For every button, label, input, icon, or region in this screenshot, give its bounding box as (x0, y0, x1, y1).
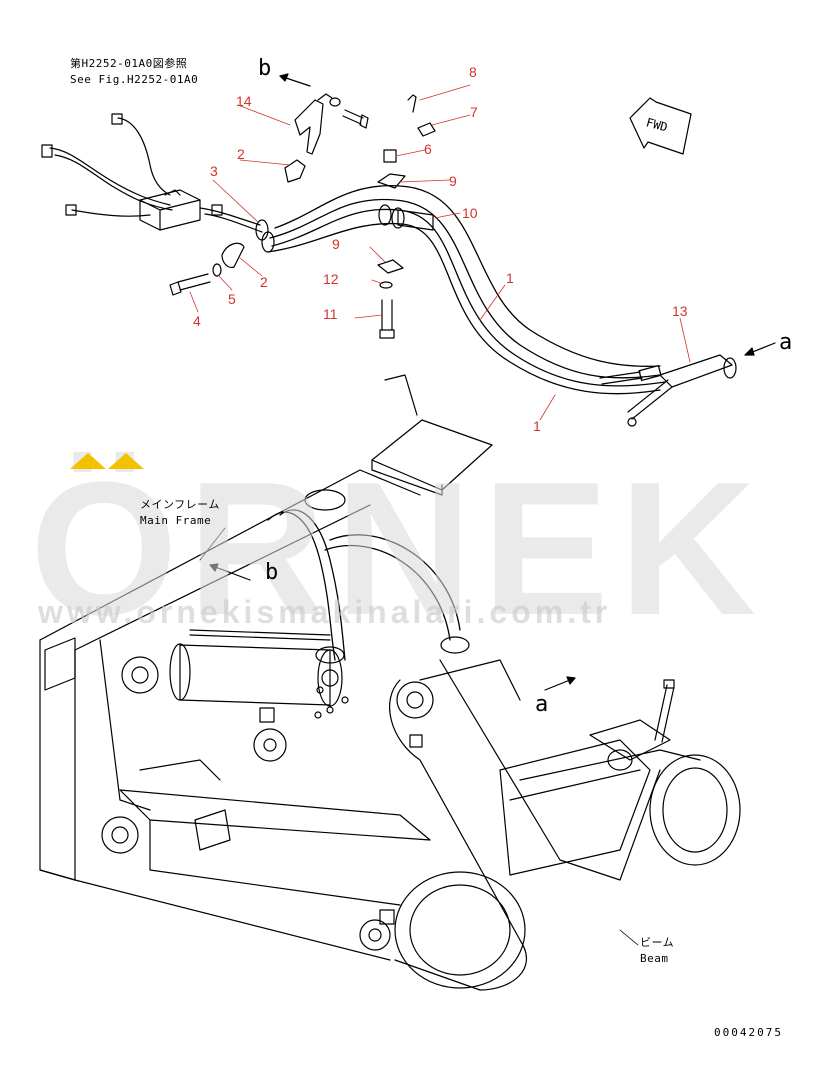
fasteners-6-7-8 (383, 94, 436, 163)
view-arrow-b-top (279, 73, 311, 87)
callout-9a: 9 (449, 173, 457, 189)
beam-label-en: Beam (640, 952, 669, 965)
view-arrow-a-right (744, 342, 776, 356)
clip-part-9-upper (377, 173, 406, 189)
callout-6: 6 (424, 141, 432, 157)
watermark-url: www.ornekismakinalari.com.tr (38, 594, 612, 630)
main-frame-leader (199, 527, 226, 561)
main-frame-label-jp: メインフレーム (140, 498, 220, 511)
callout-5: 5 (228, 291, 236, 307)
fwd-arrow-icon (629, 97, 692, 155)
beam-leader (619, 929, 639, 946)
watermark-accent (70, 453, 106, 469)
callout-11: 11 (323, 306, 338, 322)
hose-clamps (255, 204, 434, 253)
watermark-brand: ÖRNEK (30, 443, 767, 655)
washer-part-12 (379, 281, 393, 289)
callout-2a: 2 (237, 146, 245, 162)
view-marker-b-top: b (258, 56, 272, 81)
clip-part-9-lower (377, 259, 404, 274)
watermark-accent-2 (108, 453, 144, 469)
wiring-harness (41, 113, 263, 233)
view-marker-a-lower: a (535, 692, 549, 717)
callout-9b: 9 (332, 236, 340, 252)
view-arrow-a-lower (544, 676, 576, 691)
leader-lines (189, 84, 691, 421)
callout-1b: 1 (533, 418, 541, 434)
reference-note-en: See Fig.H2252-01A0 (70, 73, 199, 86)
reference-note-jp: 第H2252-01A0図参照 (70, 57, 188, 70)
bracket-part-14 (294, 93, 369, 155)
bolt-part-11 (379, 299, 395, 339)
hose-assembly (267, 185, 666, 395)
view-arrow-b-lower (209, 563, 251, 581)
callout-8: 8 (469, 64, 477, 80)
clip-part-2-lower (221, 242, 245, 268)
callout-2b: 2 (260, 274, 268, 290)
beam-label-jp: ビーム (640, 936, 675, 949)
bolt-part-4 (169, 263, 222, 296)
main-frame-label-en: Main Frame (140, 514, 212, 527)
view-marker-a-right: a (779, 330, 793, 355)
callout-14: 14 (236, 93, 252, 109)
callout-4: 4 (193, 313, 201, 329)
callout-13: 13 (672, 303, 688, 319)
view-marker-b-lower: b (265, 560, 279, 585)
drawing-number: 00042075 (714, 1026, 783, 1039)
callout-3: 3 (210, 163, 218, 179)
callout-1a: 1 (506, 270, 514, 286)
callout-12: 12 (323, 271, 339, 287)
callout-10: 10 (462, 205, 478, 221)
callout-7: 7 (470, 104, 478, 120)
machine-frame (39, 374, 741, 991)
cylinder-part-13 (627, 354, 737, 427)
clip-part-2-upper (284, 159, 306, 183)
